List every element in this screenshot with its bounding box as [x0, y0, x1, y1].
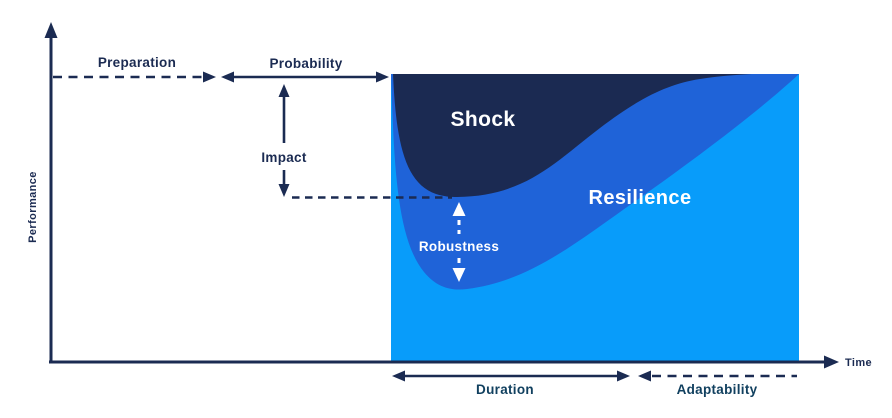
- y-axis-label: Performance: [27, 171, 39, 243]
- shock-region-label: Shock: [450, 108, 515, 131]
- axes: Performance Time: [27, 22, 872, 369]
- probability-right-arrowhead-icon: [376, 71, 389, 83]
- y-axis-arrowhead-icon: [44, 22, 58, 38]
- impact-up-arrowhead-icon: [278, 84, 290, 97]
- impact-annotation: Impact: [261, 84, 452, 199]
- robustness-up-arrowhead-icon: [452, 202, 466, 216]
- duration-left-arrowhead-icon: [392, 370, 405, 382]
- adaptability-left-arrowhead-icon: [638, 370, 651, 382]
- adaptability-label: Adaptability: [677, 382, 758, 397]
- preparation-annotation: Preparation: [53, 55, 216, 83]
- duration-right-arrowhead-icon: [617, 370, 630, 382]
- duration-label: Duration: [476, 382, 534, 397]
- robustness-down-arrowhead-icon: [452, 268, 466, 282]
- robustness-label: Robustness: [419, 239, 499, 254]
- probability-left-arrowhead-icon: [221, 71, 234, 83]
- x-axis-arrowhead-icon: [824, 355, 839, 369]
- preparation-label: Preparation: [98, 55, 176, 70]
- robustness-annotation: Robustness: [419, 202, 499, 282]
- event-region: [391, 74, 799, 362]
- impact-label: Impact: [261, 150, 307, 165]
- preparation-arrowhead-icon: [203, 71, 216, 83]
- duration-annotation: Duration: [392, 370, 630, 397]
- probability-label: Probability: [269, 56, 342, 71]
- resilience-region-label: Resilience: [589, 187, 692, 209]
- shock-region-shape: [393, 74, 752, 197]
- adaptability-annotation: Adaptability: [638, 370, 797, 397]
- impact-down-arrowhead-icon: [278, 184, 290, 197]
- probability-annotation: Probability: [221, 56, 389, 83]
- x-axis-label: Time: [845, 357, 872, 369]
